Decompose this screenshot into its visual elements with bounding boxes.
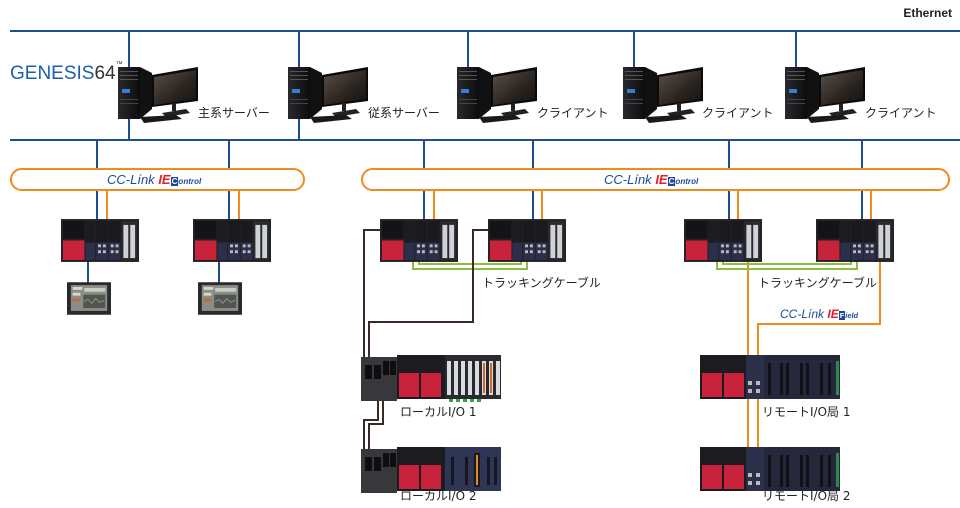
plc-redundant-b2 [816, 219, 894, 262]
field-box-letter: F [838, 311, 846, 320]
plc-redundant-a2 [488, 219, 566, 262]
hmi-panel-2 [198, 282, 242, 315]
label-tracking-cable-right: トラッキングケーブル [758, 276, 877, 290]
logo-name-dark: 64 [94, 63, 116, 84]
ie-text: IE [827, 307, 839, 321]
remote-io-rack-1 [700, 355, 840, 399]
genesis64-logo: GENESIS64™ [10, 61, 123, 85]
ie-text: IE [655, 172, 668, 187]
label-local-io-1: ローカルI/O 1 [400, 405, 477, 419]
ethernet-label: Ethernet [903, 6, 952, 20]
label-local-io-2: ローカルI/O 2 [400, 489, 477, 503]
control-box-letter: C [667, 177, 676, 186]
cclink-control-logo-left: CC-Línk IEControl [107, 172, 201, 187]
field-text: ield [845, 311, 859, 320]
computer-secondary-server [288, 67, 368, 123]
cclink-text: CC-Línk [107, 172, 155, 187]
control-box-letter: C [170, 177, 179, 186]
label-remote-io-1: リモートI/O局 1 [762, 405, 851, 419]
cclink-control-ring-right [361, 168, 950, 191]
computer-client-1 [457, 67, 537, 123]
local-bus-1 [363, 229, 381, 362]
trademark-mark: ™ [115, 61, 123, 68]
label-client-3: クライアント [865, 106, 937, 120]
label-client-2: クライアント [702, 106, 774, 120]
remote-io-rack-2 [700, 447, 840, 491]
plc-redundant-a1 [380, 219, 458, 262]
local-bus-2 [368, 229, 490, 362]
cclink-field-logo: CC-Línk IEField [780, 307, 858, 321]
label-remote-io-2: リモートI/O局 2 [762, 489, 851, 503]
ie-text: IE [158, 172, 171, 187]
control-text: ontrol [178, 177, 202, 186]
label-primary-server: 主系サーバー [198, 106, 270, 120]
label-secondary-server: 従系サーバー [368, 106, 440, 120]
cclink-control-ring-left [10, 168, 305, 191]
hmi-panel-1 [67, 282, 111, 315]
plc-left-1 [61, 219, 139, 262]
cclink-field-line-2 [757, 252, 881, 478]
label-tracking-cable-left: トラッキングケーブル [482, 276, 601, 290]
computer-client-3 [785, 67, 865, 123]
cclink-control-logo-right: CC-Línk IEControl [604, 172, 698, 187]
plc-redundant-b1 [684, 219, 762, 262]
computer-client-2 [623, 67, 703, 123]
control-text: ontrol [675, 177, 699, 186]
cclink-text: CC-Línk [604, 172, 652, 187]
logo-name-blue: GENESIS [10, 63, 95, 84]
plc-left-2 [193, 219, 271, 262]
computer-primary-server [118, 67, 198, 123]
local-io-rack-1 [361, 355, 501, 402]
cclink-text: CC-Línk [780, 307, 825, 321]
label-client-1: クライアント [537, 106, 609, 120]
